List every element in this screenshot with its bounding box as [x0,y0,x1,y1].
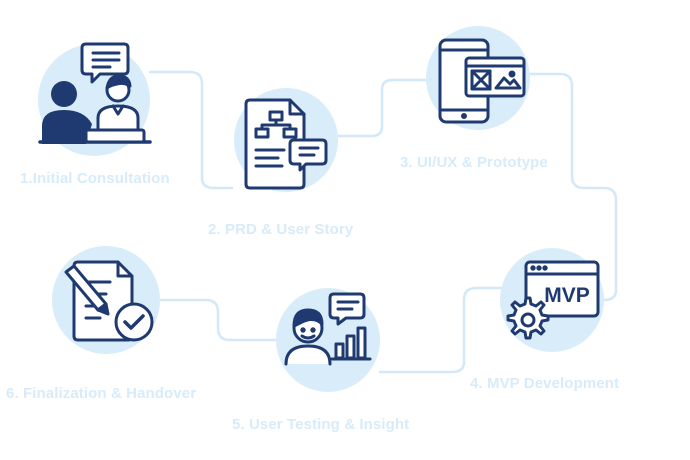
prototype-phone-icon [438,38,526,124]
gear-icon [506,296,550,340]
step-5-label: 5. User Testing & Insight [232,416,410,433]
step-6-label: 6. Finalization & Handover [6,385,197,402]
consultation-icon [38,42,152,144]
step-4-label: 4. MVP Development [470,375,620,392]
step-2-label: 2. PRD & User Story [208,221,354,238]
step-6-node [52,246,160,354]
user-testing-chart-icon [284,292,372,366]
step-1-label: 1.Initial Consultation [20,170,170,187]
step-2-node [234,88,338,192]
step-3-node [426,26,530,130]
process-connector-line [148,70,618,374]
mvp-icon-text: MVP [544,284,590,307]
step-3-label: 3. UI/UX & Prototype [400,154,548,171]
step-5-node [276,288,380,392]
finalization-document-icon [64,260,154,342]
step-1-node [38,42,152,156]
mvp-browser-gear-icon [506,260,600,340]
step-4-node: MVP [500,248,604,352]
prd-document-icon [244,98,328,190]
